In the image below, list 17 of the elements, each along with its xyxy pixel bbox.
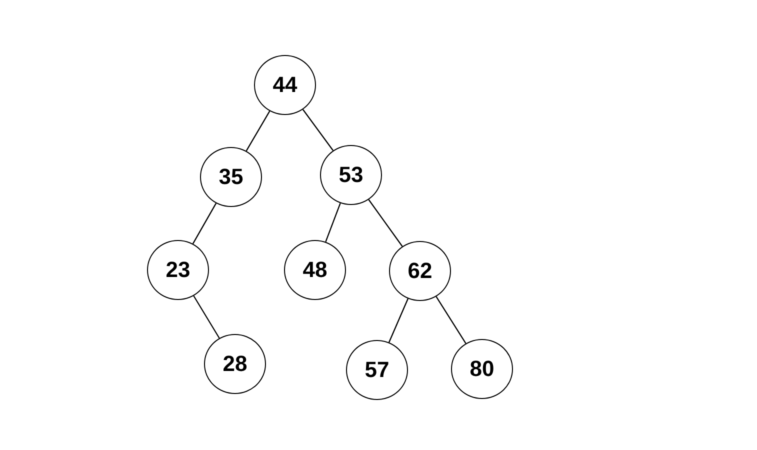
tree-edge <box>368 199 403 247</box>
node-value: 48 <box>302 257 328 283</box>
tree-edge <box>436 296 466 344</box>
node-value: 62 <box>408 258 432 284</box>
node-value: 53 <box>338 162 364 188</box>
tree-edge <box>302 109 334 151</box>
node-value: 23 <box>166 257 190 283</box>
node-value: 28 <box>222 351 248 377</box>
node-value: 35 <box>218 164 244 190</box>
node-value: 44 <box>272 72 298 98</box>
node-value: 80 <box>470 356 494 382</box>
tree-edge <box>246 110 270 152</box>
tree-edge <box>325 202 341 242</box>
node-value: 57 <box>364 357 390 383</box>
tree-edge <box>192 202 217 244</box>
tree-edge <box>193 296 220 338</box>
tree-edge <box>388 298 409 343</box>
